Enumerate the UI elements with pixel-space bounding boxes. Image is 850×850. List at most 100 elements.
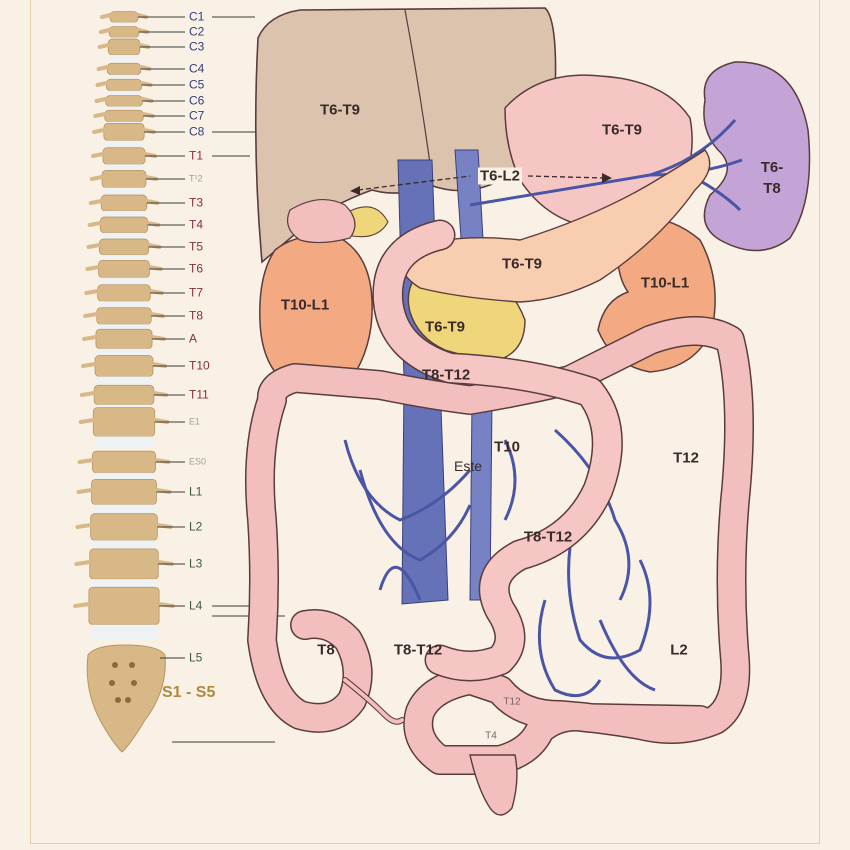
small-intestine-label: T8-T12 (523, 528, 573, 546)
sacral-label: S1 - S5 (162, 684, 216, 701)
vertebra (97, 284, 151, 302)
sacral-foramen (112, 662, 118, 668)
vertebra (107, 38, 141, 56)
vertebra (109, 11, 139, 23)
vertebra (96, 307, 152, 325)
vertebral-level-label: C6 (189, 93, 205, 108)
pancreas-span-label: T6-L2 (477, 167, 523, 185)
adrenal-fat (347, 206, 389, 238)
intervertebral-disc (97, 376, 151, 385)
vertebral-level-label: T¹2 (189, 173, 203, 184)
pancreas-shape (397, 149, 711, 303)
vertebra (106, 62, 142, 76)
vertebra (101, 169, 147, 189)
vertebral-level-label: C5 (189, 77, 205, 92)
vertebra (94, 355, 154, 377)
vertebra (98, 259, 150, 279)
intervertebral-disc (107, 106, 141, 111)
kidney-left-label: T10-L1 (640, 274, 690, 292)
vertebra (102, 147, 146, 165)
sacral-foramen (131, 680, 137, 686)
vertebral-level-label: E1 (189, 416, 201, 427)
vertebral-level-label: T3 (189, 195, 204, 210)
gallbladder-label: T6-T9 (424, 318, 466, 336)
vertebra (92, 407, 156, 437)
vertebra (90, 513, 158, 541)
duodenum-label: T8-T12 (421, 366, 471, 384)
vertebra (105, 95, 143, 107)
arrowhead-left (350, 186, 360, 195)
pancreas-label: T6-T9 (501, 255, 543, 273)
vertebral-level-label: T10 (189, 358, 210, 373)
vertebra (99, 238, 149, 256)
intervertebral-disc (103, 210, 145, 218)
vertebra (104, 109, 144, 123)
vertebral-level-label: T6 (189, 261, 204, 276)
vertebra (93, 384, 155, 406)
vertebral-level-label: T7 (189, 285, 204, 300)
vertebral-level-label: C7 (189, 108, 205, 123)
sacral-foramen (109, 680, 115, 686)
appendix-label: T8 (317, 641, 335, 659)
vertebral-level-label: T5 (189, 239, 204, 254)
intervertebral-disc (100, 277, 148, 285)
transverse-colon-sublabel: Este (453, 458, 483, 474)
arrowhead-right (602, 173, 612, 183)
spine (73, 11, 175, 753)
vertebral-level-label: A (189, 331, 198, 346)
vertebral-level-label: ES0 (189, 456, 207, 467)
intervertebral-disc (108, 90, 140, 96)
intervertebral-disc (93, 504, 155, 515)
liver-fissure (404, 9, 433, 179)
intervertebral-disc (102, 232, 146, 240)
vertebra (92, 450, 157, 474)
spleen-label: T6- T8 (760, 159, 784, 197)
vertebral-level-label: C3 (189, 39, 205, 54)
intervertebral-disc (104, 187, 144, 195)
vertebra (91, 478, 157, 505)
descending-colon-label: T12 (673, 449, 699, 467)
rectum-upper-label: T12 (503, 696, 521, 708)
sacral-foramen (125, 697, 131, 703)
intervertebral-disc (90, 624, 158, 640)
sigmoid-label: L2 (670, 641, 688, 659)
vertebral-level-label: C8 (189, 124, 205, 139)
intervertebral-disc (99, 301, 149, 308)
vertebra (108, 26, 140, 38)
intervertebral-disc (97, 348, 151, 357)
mesenteric-vessels (343, 428, 656, 698)
vertebral-level-label: L1 (189, 484, 203, 499)
vertebra-leader-lines (138, 16, 285, 659)
small-intestine-loop-fill (373, 221, 622, 680)
intervertebral-disc (98, 324, 150, 331)
ileum-label: T8-T12 (393, 641, 443, 659)
intervertebral-disc (105, 140, 143, 148)
intervertebral-disc (104, 164, 144, 171)
vertebra (99, 216, 149, 234)
vertebral-level-label: C4 (189, 61, 205, 76)
stomach-label: T6-T9 (601, 121, 643, 139)
vertebra (103, 122, 145, 142)
vertebra (88, 586, 160, 626)
rectum (469, 754, 518, 816)
vertebral-level-label: T4 (189, 217, 204, 232)
vertebral-level-label: T11 (189, 387, 209, 402)
liver-label: T6-T9 (319, 101, 361, 119)
kidney-right-label: T10-L1 (280, 296, 330, 314)
vertebral-level-label: C1 (189, 9, 205, 24)
vertebral-level-label: T1 (189, 148, 204, 163)
vertebra (100, 194, 148, 212)
sacral-foramen (115, 697, 121, 703)
colon-fill (246, 317, 753, 774)
vertebra (106, 78, 142, 92)
rectum-lower-label: T4 (485, 730, 497, 742)
pancreas-span-arrow (357, 175, 606, 191)
intervertebral-disc (94, 472, 154, 482)
appendix-fill (343, 678, 404, 724)
vertebral-level-label: L2 (189, 519, 203, 534)
vertebra (95, 328, 153, 350)
vertebral-level-label: L3 (189, 556, 203, 571)
intervertebral-disc (95, 436, 153, 448)
